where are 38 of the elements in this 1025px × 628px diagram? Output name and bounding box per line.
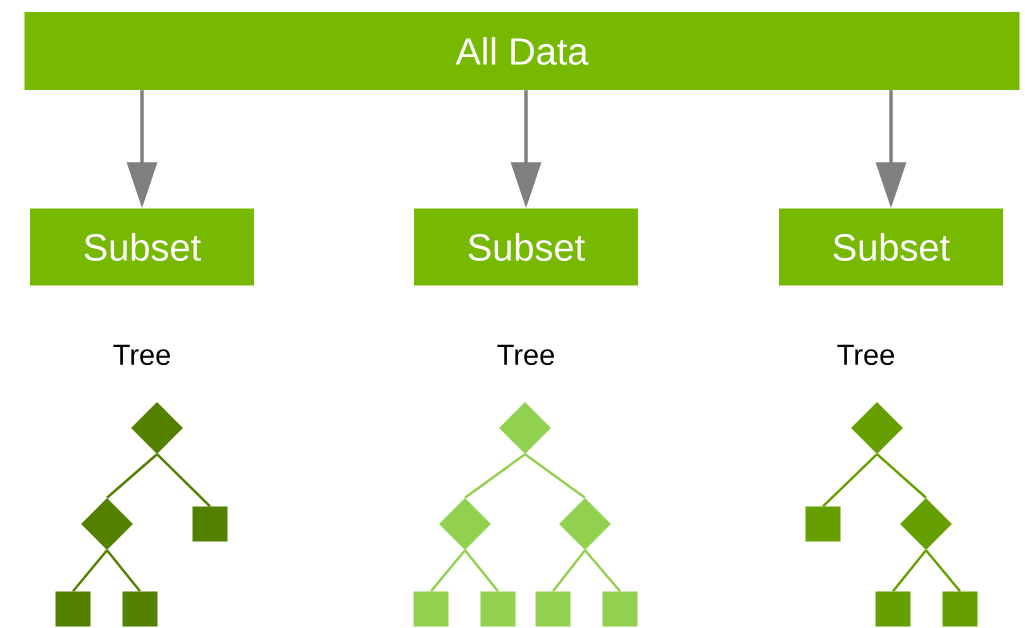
decision-diamond xyxy=(499,402,551,454)
tree-branch xyxy=(552,549,586,593)
data-bar: All Data xyxy=(24,12,1020,90)
decision-diamond xyxy=(439,498,491,550)
leaf-square xyxy=(480,591,516,627)
tree-label: Tree xyxy=(497,344,554,366)
tree-label: Tree xyxy=(113,344,170,366)
tree-branch xyxy=(156,453,211,508)
tree-branch xyxy=(106,549,141,593)
tree-branch xyxy=(430,549,466,593)
tree-branch xyxy=(822,453,878,508)
tree-label: Tree xyxy=(837,344,894,366)
tree-branch xyxy=(72,549,108,593)
tree-branch xyxy=(584,549,621,593)
leaf-square xyxy=(55,591,91,627)
tree-branch xyxy=(876,453,927,499)
decision-diamond xyxy=(851,402,903,454)
leaf-square xyxy=(122,591,158,627)
tree-branch xyxy=(892,549,927,593)
tree-branch xyxy=(524,453,586,499)
tree-branch xyxy=(464,549,499,593)
leaf-square xyxy=(535,591,571,627)
leaf-square xyxy=(875,591,911,627)
tree-branch xyxy=(925,549,961,593)
leaf-square xyxy=(413,591,449,627)
subset-box: Subset xyxy=(779,208,1003,286)
subset-box: Subset xyxy=(30,208,254,286)
decision-diamond xyxy=(131,402,183,454)
leaf-square xyxy=(805,506,841,542)
leaf-square xyxy=(942,591,978,627)
subset-box: Subset xyxy=(414,208,638,286)
tree-branch xyxy=(464,453,526,499)
decision-diamond xyxy=(81,498,133,550)
tree-branch xyxy=(106,453,158,499)
decision-diamond xyxy=(559,498,611,550)
decision-diamond xyxy=(900,498,952,550)
leaf-square xyxy=(192,506,228,542)
leaf-square xyxy=(602,591,638,627)
